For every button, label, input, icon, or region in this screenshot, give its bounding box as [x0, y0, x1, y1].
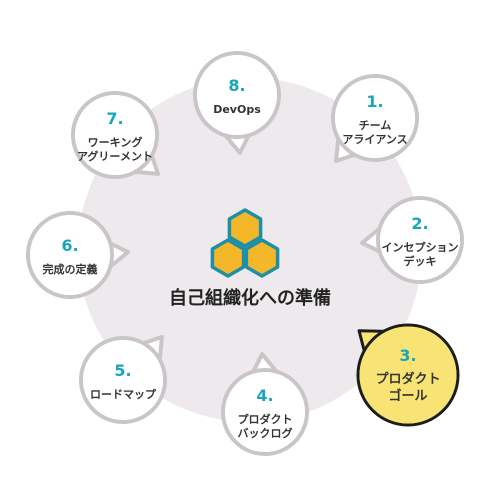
step-label: アグリーメント [77, 149, 153, 163]
step-node-6: 6. 完成の定義 [26, 211, 130, 299]
hexagon-cell [244, 238, 280, 278]
step-label: ロードマップ [90, 387, 157, 401]
nodes-layer: 1.チームアライアンス2.インセプションデッキ3.プロダクトゴール4.プロダクト… [26, 51, 464, 456]
step-node-5: 5. ロードマップ [79, 334, 167, 424]
hexagon-cell [227, 208, 263, 248]
step-number: 2. [411, 214, 428, 233]
bubble-fill [75, 95, 155, 175]
step-label: アライアンス [342, 133, 407, 146]
step-number: 7. [106, 109, 123, 128]
bubble-fill [197, 55, 277, 135]
step-label: ゴール [388, 388, 427, 404]
step-label: ワーキング [88, 135, 143, 149]
bubble-fill [30, 215, 110, 295]
bubble-fill [335, 78, 415, 158]
step-number: 1. [366, 92, 383, 111]
step-label: チーム [359, 119, 392, 132]
step-label: インセプション [382, 240, 459, 254]
honeycomb-hexagons-icon [210, 208, 280, 278]
step-number: 3. [399, 346, 416, 365]
step-label: デッキ [404, 254, 437, 268]
bubble-fill [380, 200, 460, 280]
center-group: 自己組織化への準備 [169, 208, 331, 309]
hexagon-cell [210, 238, 246, 278]
step-number: 6. [61, 236, 78, 255]
center-title: 自己組織化への準備 [169, 287, 331, 309]
step-number: 4. [256, 386, 273, 405]
step-number: 8. [228, 76, 245, 95]
step-label: プロダクト [375, 371, 440, 387]
step-label: 完成の定義 [43, 262, 98, 276]
step-label: プロダクト [238, 412, 293, 426]
bubble-fill [359, 326, 457, 424]
step-number: 5. [114, 361, 131, 380]
step-node-8: 8. DevOps [193, 51, 281, 155]
bubble-fill [225, 372, 305, 452]
step-label: バックログ [238, 426, 293, 440]
bubble-fill [83, 340, 163, 420]
step-label: DevOps [213, 103, 261, 116]
